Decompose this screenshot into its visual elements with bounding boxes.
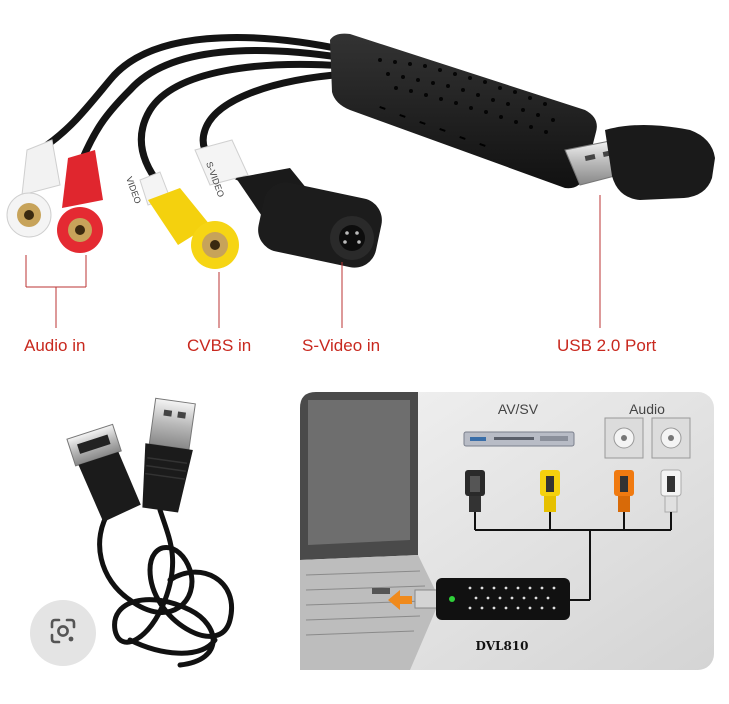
- plug-white: [660, 469, 682, 513]
- dongle-body: [330, 33, 597, 189]
- rca-red-connector: [57, 150, 103, 253]
- insert-arrow-icon: [388, 590, 412, 610]
- speaker-left: [604, 417, 644, 459]
- svideo-in-label: S-Video in: [302, 336, 381, 355]
- rca-yellow-connector: [139, 171, 239, 269]
- connection-diagram: AV/SV Audio DVL810: [300, 392, 714, 670]
- usb-cap: [605, 125, 715, 200]
- plug-black: [465, 470, 485, 512]
- usb-extension-cable-photo: [66, 397, 234, 668]
- audio-in-label: Audio in: [24, 336, 86, 355]
- capture-device-photo: S-VIDEO VIDEO: [6, 33, 715, 269]
- laptop-illustration: [300, 392, 440, 670]
- plug-yellow: [540, 470, 560, 512]
- google-lens-icon: [48, 616, 78, 651]
- diagram-audio-label: Audio: [629, 401, 665, 417]
- callout-lines: [25, 195, 601, 328]
- device-model-label: DVL810: [476, 639, 529, 653]
- diagram-wiring: [474, 512, 672, 601]
- plug-orange: [614, 470, 634, 512]
- av-source-device: [463, 431, 575, 447]
- usb-port-label: USB 2.0 Port: [557, 336, 657, 355]
- svideo-connector: [194, 139, 382, 268]
- capture-device-illustration: [414, 578, 570, 620]
- rca-white-connector: [6, 139, 61, 238]
- google-lens-button[interactable]: [30, 600, 96, 666]
- cvbs-in-label: CVBS in: [187, 336, 252, 355]
- speaker-right: [651, 417, 691, 459]
- diagram-av-sv-label: AV/SV: [498, 401, 539, 417]
